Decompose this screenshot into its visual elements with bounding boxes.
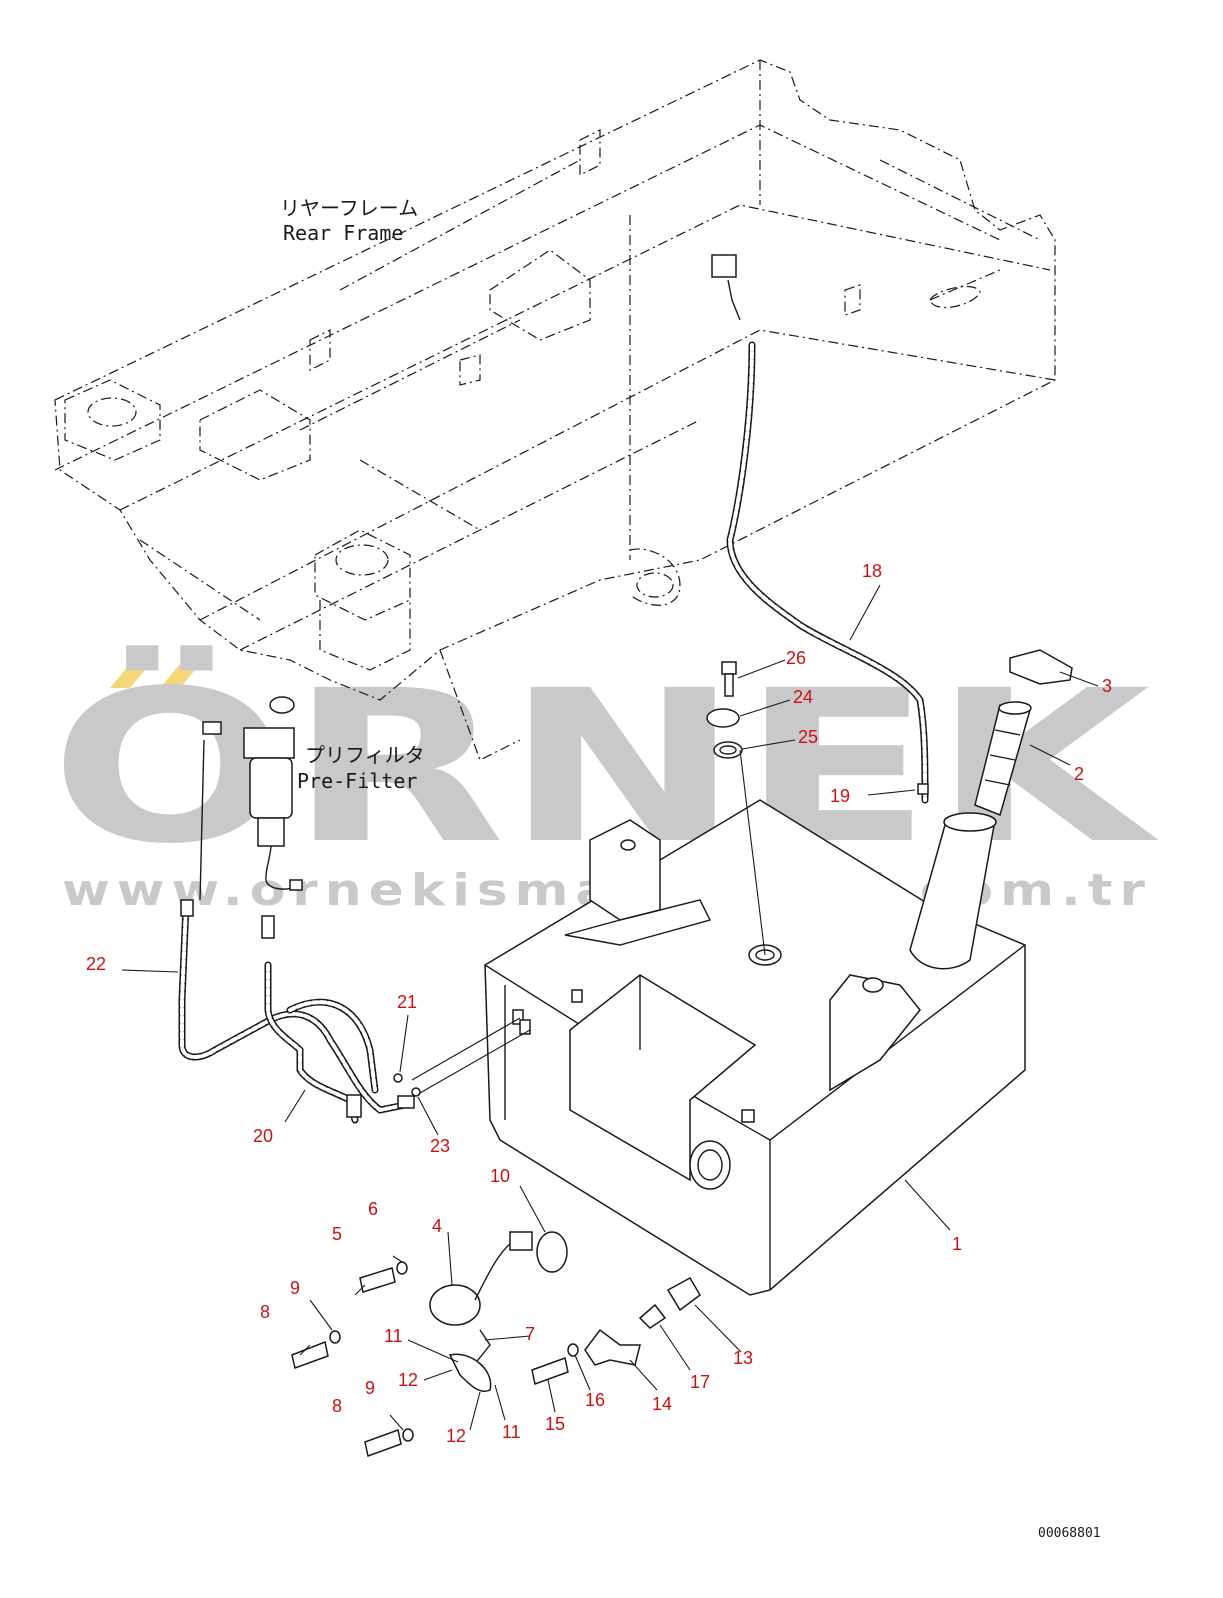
callouts: 1 2 3 4 5 6 7 8 8 9 9 10 11 11 12 12 13 …	[86, 561, 1112, 1446]
clamp-12	[448, 1353, 492, 1392]
callout-7: 7	[525, 1324, 535, 1344]
oring-21	[393, 1073, 403, 1083]
washer-6	[396, 1261, 408, 1275]
bolt-26	[721, 661, 737, 675]
fuel-tank	[484, 799, 1026, 1296]
bracket-13	[666, 1276, 701, 1312]
callout-20: 20	[253, 1126, 273, 1146]
callout-9-upper: 9	[290, 1278, 300, 1298]
callout-12-upper: 12	[398, 1370, 418, 1390]
washer-9-upper	[329, 1330, 341, 1344]
bolt-8-lower	[364, 1429, 402, 1457]
cover-plate-10	[536, 1231, 568, 1273]
strainer	[974, 701, 1032, 817]
washer-16	[567, 1343, 579, 1357]
pre-filter-label-jp: プリフィルタ	[305, 743, 425, 767]
rear-frame-label-jp: リヤーフレーム	[280, 196, 418, 220]
callout-6: 6	[368, 1199, 378, 1219]
leader-lines	[121, 584, 1099, 1431]
drawing-code: 00068801	[1038, 1526, 1101, 1541]
bolt-8-upper	[291, 1340, 329, 1369]
pre-filter-label-en: Pre-Filter	[297, 769, 417, 793]
fuel-hoses	[178, 739, 415, 1124]
bolt-15	[531, 1357, 569, 1385]
callout-10: 10	[490, 1166, 510, 1186]
elbow-17	[638, 1303, 667, 1329]
callout-4: 4	[432, 1216, 442, 1236]
rear-frame	[54, 59, 1056, 761]
callout-13: 13	[733, 1348, 753, 1368]
washer-9-lower	[402, 1428, 414, 1442]
callout-11-upper: 11	[384, 1326, 403, 1346]
vent-fitting	[711, 254, 737, 278]
watermark-accent-left	[110, 664, 150, 688]
callout-3: 3	[1102, 676, 1112, 696]
watermark-accent-right	[160, 664, 200, 688]
callout-8-upper: 8	[260, 1302, 270, 1322]
callout-15: 15	[545, 1414, 565, 1434]
callout-25: 25	[798, 727, 818, 747]
callout-21: 21	[397, 992, 417, 1012]
sender-unit	[429, 1231, 533, 1376]
callout-16: 16	[585, 1390, 605, 1410]
callout-11-lower: 11	[502, 1422, 521, 1442]
callout-9-lower: 9	[365, 1378, 375, 1398]
callout-18: 18	[862, 561, 882, 581]
callout-19: 19	[830, 786, 850, 806]
callout-26: 26	[786, 648, 806, 668]
callout-14: 14	[652, 1394, 672, 1414]
vent-hose	[711, 254, 929, 804]
oring-23	[411, 1087, 421, 1097]
elbow-19	[917, 783, 929, 795]
clip-14	[584, 1328, 641, 1366]
callout-23: 23	[430, 1136, 450, 1156]
gasket-25	[713, 741, 743, 759]
bolt-5	[359, 1267, 396, 1293]
callout-5: 5	[332, 1224, 342, 1244]
callout-24: 24	[793, 687, 813, 707]
callout-1: 1	[952, 1234, 962, 1254]
cap	[1009, 649, 1073, 685]
callout-17: 17	[690, 1372, 710, 1392]
pre-filter	[202, 696, 303, 891]
callout-12-lower: 12	[446, 1426, 466, 1446]
callout-2: 2	[1074, 764, 1084, 784]
plate-24	[706, 708, 740, 728]
callout-22: 22	[86, 954, 106, 974]
callout-8-lower: 8	[332, 1396, 342, 1416]
rear-frame-label-en: Rear Frame	[283, 221, 403, 245]
